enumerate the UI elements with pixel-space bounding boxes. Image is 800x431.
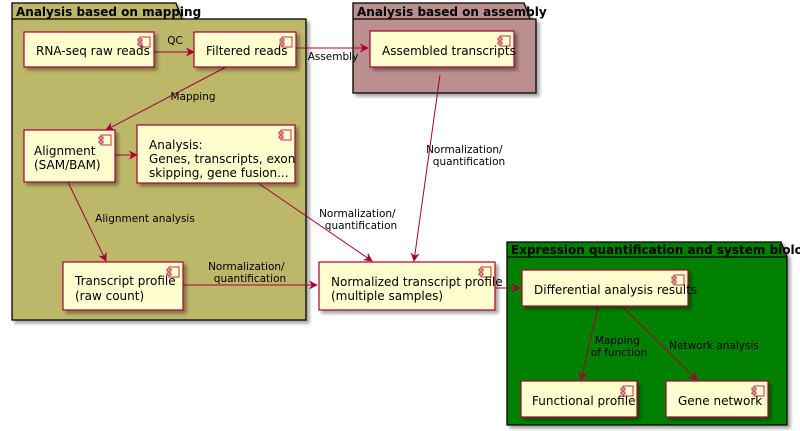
component-box (318, 261, 496, 311)
edge-mapping-of-function: Mapping of function (578, 305, 647, 381)
component-icon (137, 36, 151, 48)
component-icon (166, 266, 180, 278)
package-title: Analysis based on assembly (357, 5, 547, 19)
component-box (193, 31, 297, 68)
component-box (369, 30, 515, 68)
component-label: Normalized transcript profile (multiple … (331, 275, 506, 303)
component-label: Assembled transcripts (382, 44, 516, 58)
edge-label: Alignment analysis (95, 213, 195, 225)
component-box (665, 380, 769, 418)
edge-norm-assembled: Normalization/ quantification (410, 74, 506, 262)
edge-norm-analysis: Normalization/ quantification (257, 182, 399, 262)
edge-qc: QC (154, 35, 195, 57)
component-icon (279, 36, 293, 48)
edge-label: Mapping of function (591, 335, 647, 359)
component-box (62, 261, 184, 311)
edge-assembly: Assembly (296, 43, 369, 63)
component-label: Functional profile (532, 394, 635, 408)
component-differential: Differential analysis results (521, 269, 697, 307)
package-title: Expression quantification and system bio… (511, 243, 800, 257)
edge-label: Assembly (308, 51, 359, 63)
edge-network-analysis: Network analysis (621, 305, 759, 381)
component-box (23, 31, 155, 68)
package-title: Analysis based on mapping (16, 5, 201, 19)
component-alignment: Alignment (SAM/BAM) (23, 129, 116, 183)
edge-label: Network analysis (669, 340, 759, 352)
edge-mapping: Mapping (105, 65, 229, 131)
component-box (520, 380, 638, 418)
edge-label: QC (167, 35, 183, 47)
component-label: Gene network (678, 394, 762, 408)
component-label: Analysis: Genes, transcripts, exon skipp… (149, 138, 299, 180)
component-analysis: Analysis: Genes, transcripts, exon skipp… (136, 124, 299, 184)
component-icon (478, 266, 492, 278)
edge-label: Normalization/ quantification (426, 144, 506, 168)
edge-label: Normalization/ quantification (208, 261, 288, 285)
edge-arrow (578, 305, 599, 381)
edge-arrow (105, 65, 229, 131)
component-label: Filtered reads (206, 44, 288, 58)
component-icon (620, 385, 634, 397)
component-box (521, 269, 689, 307)
component-label: Differential analysis results (534, 283, 697, 297)
component-transcript-profile: Transcript profile (raw count) (62, 261, 184, 311)
component-icon (98, 134, 112, 146)
component-assembled-transcripts: Assembled transcripts (369, 30, 516, 68)
component-gene-network: Gene network (665, 380, 769, 418)
component-label: Alignment (SAM/BAM) (34, 144, 101, 172)
component-icon (497, 35, 511, 47)
edge-arrow (67, 181, 107, 262)
component-icon (671, 274, 685, 286)
edge-alignment-analysis: Alignment analysis (67, 181, 195, 262)
edge-arrow (410, 74, 441, 262)
component-label: Transcript profile (raw count) (74, 274, 179, 303)
edge-label: Normalization/ quantification (319, 208, 399, 232)
edge-norm-profile: Normalization/ quantification (183, 261, 318, 290)
component-functional: Functional profile (520, 380, 638, 418)
component-filtered-reads: Filtered reads (193, 31, 297, 68)
component-icon (751, 385, 765, 397)
edge-label: Mapping (170, 91, 215, 103)
edge-arrow (257, 182, 373, 262)
component-label: RNA-seq raw reads (36, 44, 150, 58)
edge-arrow (621, 305, 698, 381)
component-icon (278, 129, 292, 141)
component-box (136, 124, 296, 184)
component-raw-reads: RNA-seq raw reads (23, 31, 155, 68)
component-normalized-profile: Normalized transcript profile (multiple … (318, 261, 506, 311)
